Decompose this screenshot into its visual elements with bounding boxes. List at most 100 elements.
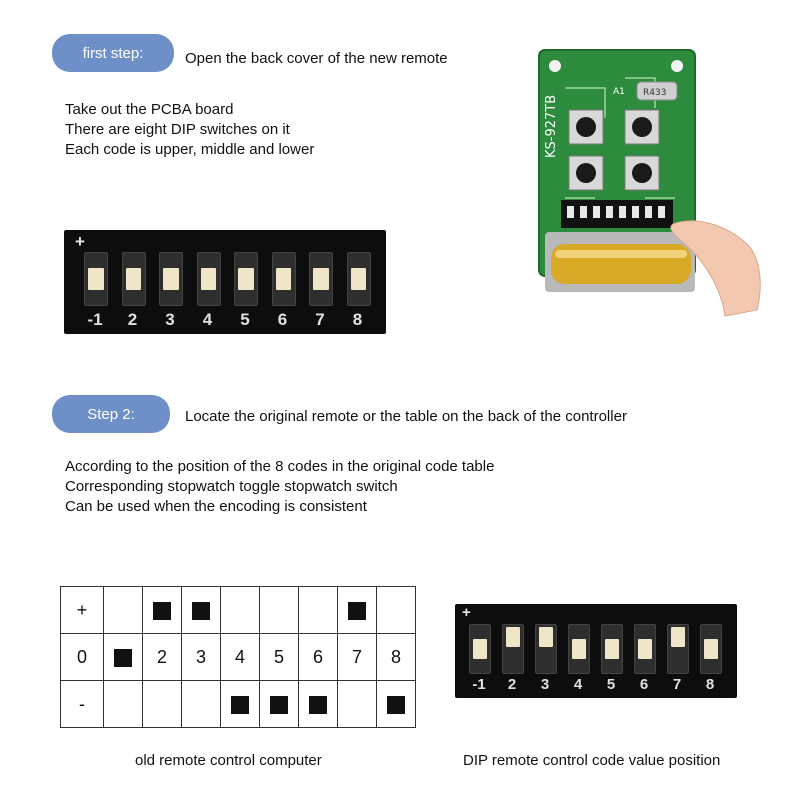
- code-mark-square: [387, 695, 405, 714]
- dip-slot[interactable]: [346, 252, 371, 306]
- dip-number: 6: [277, 310, 288, 329]
- step2-pill-label: Step 2:: [87, 405, 135, 423]
- step2-pill: Step 2:: [52, 395, 170, 433]
- step1-line: Each code is upper, middle and lower: [65, 141, 315, 158]
- pcb-button-4: [624, 155, 660, 191]
- dip-number: 2: [507, 676, 517, 693]
- dip-slot[interactable]: [634, 624, 656, 674]
- dip-knob[interactable]: [200, 268, 217, 290]
- dip-slot[interactable]: [667, 624, 689, 674]
- caption-old-remote: old remote control computer: [135, 752, 322, 769]
- table-cell: 7: [337, 633, 377, 681]
- dip-number: 2: [127, 310, 138, 329]
- step2-line: Can be used when the encoding is consist…: [65, 498, 367, 515]
- dip-knob[interactable]: [473, 638, 487, 660]
- step1-pill-label: first step:: [82, 44, 144, 62]
- dip-slot[interactable]: [84, 252, 108, 306]
- dip-plus-label: +: [75, 232, 85, 251]
- dip-knob[interactable]: [313, 268, 329, 290]
- dip-slot[interactable]: [502, 624, 524, 674]
- dip-knob[interactable]: [572, 638, 586, 660]
- table-cell: [298, 680, 338, 728]
- pcb-illustration: R433 A1 KS-927TB: [525, 48, 765, 318]
- dip-slot[interactable]: [121, 252, 146, 306]
- dip-number: 7: [672, 676, 682, 693]
- dip-slot[interactable]: [469, 624, 491, 674]
- table-cell: [103, 680, 143, 728]
- dip-number: 5: [240, 310, 250, 329]
- dip-knob[interactable]: [506, 627, 520, 648]
- table-cell: [337, 586, 377, 634]
- table-cell: [103, 586, 143, 634]
- pcb-battery-highlight: [555, 250, 687, 258]
- dip-number: 3: [540, 676, 550, 693]
- finger-illustration: [670, 220, 761, 317]
- dip-knob[interactable]: [275, 268, 292, 290]
- dip-knob[interactable]: [638, 638, 652, 660]
- dip-knob[interactable]: [704, 638, 718, 660]
- code-mark-square: [348, 601, 366, 620]
- row-label-zero: 0: [60, 633, 104, 681]
- dip-slot[interactable]: [568, 624, 590, 674]
- table-cell: [337, 680, 377, 728]
- pcb-dip-switch: [561, 200, 673, 228]
- dip-knob[interactable]: [605, 638, 619, 660]
- code-mark-square: [309, 695, 327, 714]
- dip-slot[interactable]: [601, 624, 623, 674]
- table-cell: [142, 680, 182, 728]
- pcb-dip-knobs: [567, 206, 665, 218]
- dip-number: 3: [165, 310, 175, 329]
- table-cell: [259, 680, 299, 728]
- dip-knob[interactable]: [671, 627, 685, 648]
- row-label-minus: -: [60, 680, 104, 728]
- dip-slot[interactable]: [196, 252, 221, 306]
- dip-slot[interactable]: [535, 624, 557, 674]
- step2-text: Locate the original remote or the table …: [185, 408, 627, 425]
- code-mark-square: [114, 648, 132, 667]
- code-mark-square: [153, 601, 171, 620]
- pcb-button-1: [568, 109, 604, 145]
- table-cell: [259, 586, 299, 634]
- code-mark-square: [192, 601, 210, 620]
- step1-line: There are eight DIP switches on it: [65, 121, 290, 138]
- table-cell: [142, 586, 182, 634]
- pcb-crystal-label: R433: [643, 88, 666, 98]
- step2-description: According to the position of the 8 codes…: [65, 457, 494, 517]
- dip-knob[interactable]: [163, 268, 179, 290]
- dip-slot[interactable]: [309, 252, 333, 306]
- step1-description: Take out the PCBA board There are eight …: [65, 100, 314, 160]
- table-cell: 3: [181, 633, 221, 681]
- table-cell: 4: [220, 633, 260, 681]
- step1-pill: first step:: [52, 34, 174, 72]
- dip-slot[interactable]: [271, 252, 296, 306]
- table-cell: [298, 586, 338, 634]
- table-cell: [181, 680, 221, 728]
- dip-knob[interactable]: [238, 268, 254, 290]
- pcb-model-label: KS-927TB: [544, 95, 559, 158]
- pcb-mount-hole: [671, 60, 683, 72]
- table-cell: [220, 680, 260, 728]
- pcb-svg: R433 A1 KS-927TB: [538, 49, 761, 317]
- step2-line: According to the position of the 8 codes…: [65, 458, 495, 475]
- dip-knob[interactable]: [350, 268, 367, 290]
- dip-knob[interactable]: [88, 268, 104, 290]
- table-cell: [220, 586, 260, 634]
- dip-knob[interactable]: [125, 268, 142, 290]
- table-row-minus: -: [60, 680, 416, 728]
- step2-line: Corresponding stopwatch toggle stopwatch…: [65, 478, 398, 495]
- table-cell: [376, 680, 416, 728]
- dip-slot[interactable]: [700, 624, 722, 674]
- dip-number: 7: [315, 310, 325, 329]
- dip-number: 8: [705, 676, 715, 693]
- step1-line: Take out the PCBA board: [65, 101, 234, 118]
- table-row-plus: +: [60, 586, 416, 634]
- code-mark-square: [231, 695, 249, 714]
- dip-slot[interactable]: [234, 252, 258, 306]
- pcb-button-3: [568, 155, 604, 191]
- dip-slot[interactable]: [159, 252, 183, 306]
- dip-knob[interactable]: [539, 627, 553, 648]
- code-mark-square: [270, 695, 288, 714]
- table-cell: [181, 586, 221, 634]
